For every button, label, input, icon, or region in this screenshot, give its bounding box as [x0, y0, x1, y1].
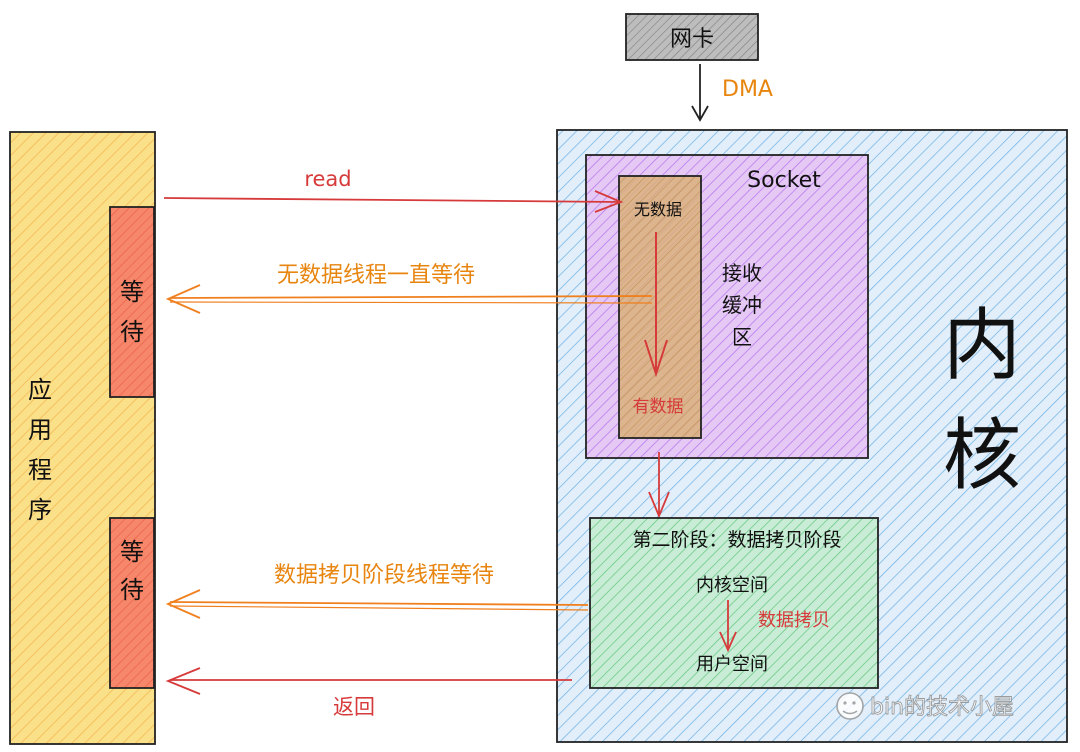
wait-1-char: 等	[120, 278, 144, 306]
copy-stage-title: 第二阶段：数据拷贝阶段	[632, 529, 841, 551]
copy-stage-box	[589, 517, 879, 689]
wait-box-2: 等 待	[109, 517, 155, 689]
user-space-label: 用户空间	[696, 654, 768, 675]
app-label-char: 用	[28, 416, 52, 444]
socket-to-copy-arrow	[648, 452, 670, 519]
recv-buffer-label: 接收 缓冲 区	[722, 261, 762, 349]
wait-2-char: 待	[120, 576, 144, 604]
read-label: read	[304, 167, 351, 191]
wait-copy-arrow	[165, 589, 589, 619]
receive-buffer	[618, 175, 702, 439]
app-label-char: 程	[28, 456, 52, 484]
app-label: 应 用 程 序	[28, 376, 52, 524]
watermark-text: bin的技术小屋	[870, 695, 1014, 720]
wait-no-data-arrow	[165, 284, 653, 314]
wechat-icon	[836, 692, 864, 720]
recv-buffer-label-line: 区	[732, 325, 752, 349]
buffer-fill-arrow	[644, 232, 668, 378]
dma-arrow	[691, 64, 709, 122]
wait-2-char: 等	[120, 538, 144, 566]
no-data-label: 无数据	[634, 200, 682, 219]
nic-box: 网卡	[625, 13, 759, 61]
has-data-label: 有数据	[633, 397, 684, 417]
return-arrow	[165, 667, 572, 695]
socket-title: Socket	[747, 168, 821, 193]
return-label: 返回	[333, 695, 375, 719]
dma-label: DMA	[722, 77, 773, 102]
nic-label: 网卡	[670, 27, 714, 52]
recv-buffer-label-line: 缓冲	[722, 293, 762, 317]
recv-buffer-label-line: 接收	[722, 261, 762, 285]
copy-arrow	[719, 600, 737, 653]
watermark: bin的技术小屋	[836, 692, 1014, 720]
app-label-char: 序	[28, 496, 52, 524]
wait-box-1: 等 待	[109, 206, 155, 398]
kernel-label-char: 内	[943, 301, 1021, 391]
kernel-space-label: 内核空间	[696, 575, 768, 596]
kernel-label-char: 核	[943, 411, 1021, 501]
data-copy-label: 数据拷贝	[758, 610, 830, 631]
app-label-char: 应	[28, 376, 52, 404]
wait-no-data-label: 无数据线程一直等待	[277, 263, 475, 288]
wait-copy-label: 数据拷贝阶段线程等待	[274, 563, 494, 588]
read-arrow	[163, 190, 624, 213]
wait-1-char: 待	[120, 318, 144, 346]
